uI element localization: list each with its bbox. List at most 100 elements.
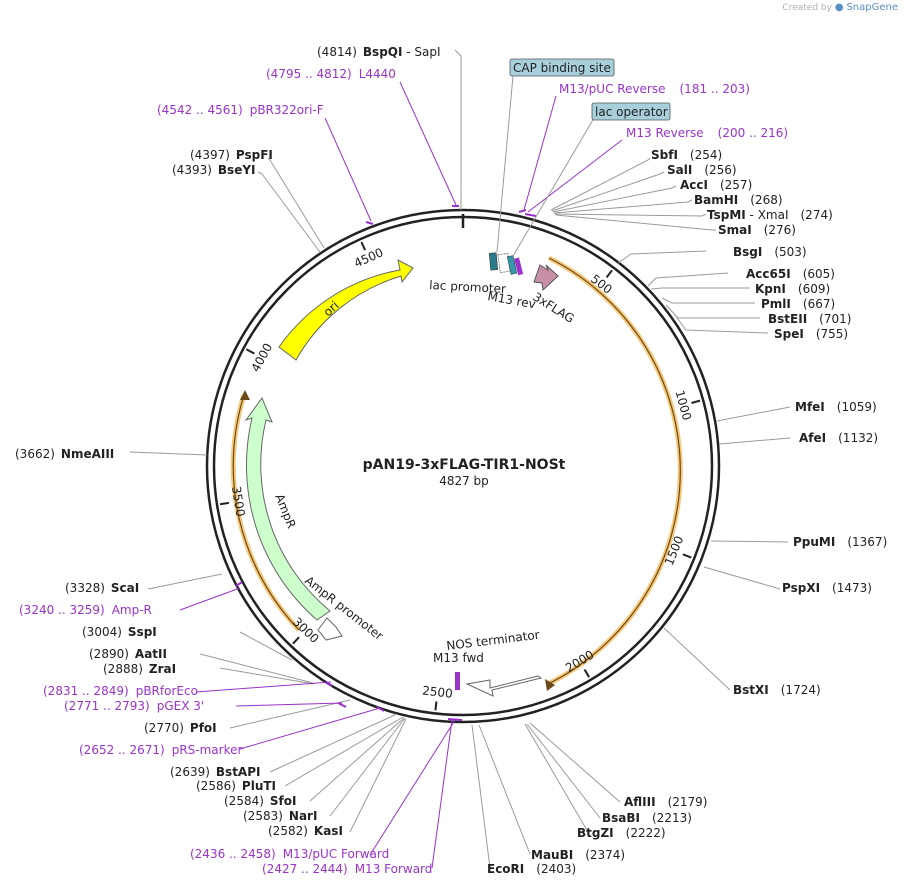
ampr-feature[interactable] [244, 396, 331, 621]
m13-fwd-label: M13 fwd [433, 651, 484, 665]
lac-operator-feature[interactable] [506, 255, 518, 275]
enzyme-kasi[interactable]: (2582)KasI [268, 824, 343, 838]
enzyme-kpni[interactable]: KpnI(609) [755, 282, 830, 296]
primer-pbrforeco[interactable]: (2831 .. 2849)pBRforEco [43, 684, 198, 698]
tick-mark-1500 [682, 553, 692, 559]
tick-label-4000: 4000 [248, 341, 275, 375]
primer-m13-reverse[interactable]: M13 Reverse(200 .. 216) [626, 126, 788, 140]
enzyme-pluti[interactable]: (2586)PluTI [196, 779, 276, 793]
enzyme-zrai[interactable]: (2888)ZraI [103, 662, 176, 676]
plasmid-name: pAN19-3xFLAG-TIR1-NOSt [363, 457, 566, 473]
m13-rev-feature[interactable] [514, 257, 524, 276]
ampr-label: AmpR [272, 492, 298, 530]
enzyme-afei[interactable]: AfeI(1132) [799, 431, 878, 445]
ori-feature[interactable] [278, 259, 414, 361]
enzyme-smai[interactable]: SmaI(276) [718, 223, 796, 237]
feature-shapes [244, 252, 559, 697]
lac-operator-box[interactable] [591, 102, 671, 121]
primer-m13-puc-forward[interactable]: (2436 .. 2458)M13/pUC Forward [190, 847, 389, 861]
tick-label-3500: 3500 [229, 485, 248, 517]
enzyme-aatii[interactable]: (2890)AatII [89, 647, 167, 661]
enzyme-acci[interactable]: AccI(257) [680, 178, 752, 192]
enzyme-sbfi[interactable]: SbfI(254) [651, 148, 722, 162]
enzyme-bstapi[interactable]: (2639)BstAPI [170, 765, 260, 779]
3xflag-feature[interactable] [533, 264, 559, 292]
tick-mark-500 [605, 269, 613, 279]
tick-mark-1000 [691, 399, 701, 404]
3xflag-label: 3xFLAG [530, 290, 576, 326]
enzyme-bstxi[interactable]: BstXI(1724) [733, 683, 821, 697]
primer-lines [179, 81, 623, 869]
tick-label-500: 500 [588, 272, 615, 297]
enzyme-mfei[interactable]: MfeI(1059) [795, 400, 877, 414]
enzyme-afliii[interactable]: AflIII(2179) [624, 795, 707, 809]
cap-binding-site-feature[interactable] [488, 252, 498, 271]
primer-l4440[interactable]: (4795 .. 4812)L4440 [266, 67, 396, 81]
enzyme-acc65i[interactable]: Acc65I(605) [746, 267, 835, 281]
enzyme-nmeaiii[interactable]: (3662)NmeAIII [15, 447, 114, 461]
plasmid-length: 4827 bp [439, 474, 489, 488]
tick-label-4500: 4500 [352, 245, 386, 270]
enzyme-tspmi[interactable]: TspMI - XmaI(274) [707, 208, 833, 222]
enzyme-bspqi[interactable]: (4814)BspQI - SapI [317, 45, 441, 59]
plasmid-title-group: pAN19-3xFLAG-TIR1-NOSt 4827 bp [363, 457, 566, 488]
enzyme-labels: (4814)BspQI - SapI (4397)PspFI (4393)Bse… [15, 45, 887, 876]
ampr-orf-arrowhead [240, 390, 250, 400]
nos-terminator-feature[interactable] [465, 675, 543, 697]
primer-prs-marker[interactable]: (2652 .. 2671)pRS-marker [79, 743, 242, 757]
tick-mark-3000 [292, 636, 300, 645]
backbone-outer [205, 208, 721, 724]
cap-binding-site-label: CAP binding site [513, 61, 611, 75]
lac-promoter-label: lac promoter [429, 278, 506, 296]
lac-operator-label: lac operator [595, 105, 668, 119]
primer-amp-r[interactable]: (3240 .. 3259)Amp-R [19, 603, 152, 617]
enzyme-pspxi[interactable]: PspXI(1473) [782, 581, 872, 595]
enzyme-bsteii[interactable]: BstEII(701) [768, 312, 851, 326]
enzyme-bsabi[interactable]: BsaBI(2213) [602, 811, 692, 825]
enzyme-bsgi[interactable]: BsgI(503) [733, 245, 807, 259]
enzyme-ppumi[interactable]: PpuMI(1367) [793, 535, 887, 549]
tick-mark-4500 [360, 241, 367, 251]
enzyme-spei[interactable]: SpeI(755) [774, 327, 848, 341]
tick-label-2500: 2500 [421, 683, 453, 700]
tick-mark-4000 [245, 348, 255, 355]
snapgene-logo: ● [834, 2, 844, 13]
orf-arcs [230, 255, 683, 691]
enzyme-pspfi[interactable]: (4397)PspFI [190, 148, 273, 162]
snapgene-credit: Created by ● SnapGene [782, 2, 898, 13]
ampr-promoter-feature[interactable] [317, 617, 343, 641]
enzyme-sfoi[interactable]: (2584)SfoI [224, 794, 296, 808]
tir1-orf-line [547, 257, 681, 685]
enzyme-pmli[interactable]: PmlI(667) [761, 297, 835, 311]
enzyme-sali[interactable]: SalI(256) [667, 163, 737, 177]
enzyme-scai[interactable]: (3328)ScaI [65, 581, 139, 595]
primer-labels: (4795 .. 4812)L4440 (4542 .. 4561)pBR322… [19, 67, 788, 876]
primer-markers [235, 205, 537, 721]
ampr-orf-line [232, 394, 300, 631]
enzyme-bamhi[interactable]: BamHI(268) [694, 193, 783, 207]
enzyme-nari[interactable]: (2583)NarI [243, 809, 317, 823]
credit-prefix: Created by [782, 3, 832, 13]
primer-m13-forward[interactable]: (2427 .. 2444)M13 Forward [262, 862, 432, 876]
leader-lines [129, 49, 791, 869]
m13-fwd-feature[interactable] [455, 672, 460, 690]
enzyme-pfoi[interactable]: (2770)PfoI [144, 721, 217, 735]
enzyme-ecori[interactable]: EcoRI(2403) [487, 862, 576, 876]
enzyme-sspi[interactable]: (3004)SspI [82, 625, 157, 639]
cap-binding-site-box[interactable] [509, 58, 615, 77]
primer-m13-puc-reverse[interactable]: M13/pUC Reverse(181 .. 203) [559, 82, 750, 96]
primer-pgex-3[interactable]: (2771 .. 2793)pGEX 3' [64, 699, 204, 713]
primer-pbr322ori-f[interactable]: (4542 .. 4561)pBR322ori-F [157, 103, 324, 117]
tir1-arrowhead [545, 679, 555, 691]
tick-label-1500: 1500 [662, 534, 686, 568]
enzyme-bseyi[interactable]: (4393)BseYI [172, 163, 256, 177]
tick-mark-2000 [583, 668, 590, 678]
enzyme-maubi[interactable]: MauBI(2374) [531, 848, 625, 862]
tick-label-2000: 2000 [563, 648, 596, 676]
boxed-feature-labels: CAP binding site lac operator [496, 58, 671, 257]
m13-rev-label: M13 rev [486, 289, 536, 311]
enzyme-btgzi[interactable]: BtgZI(2222) [577, 826, 666, 840]
tick-mark-2500 [434, 701, 438, 711]
tick-mark-3500 [219, 501, 230, 506]
credit-brand: SnapGene [846, 2, 898, 13]
